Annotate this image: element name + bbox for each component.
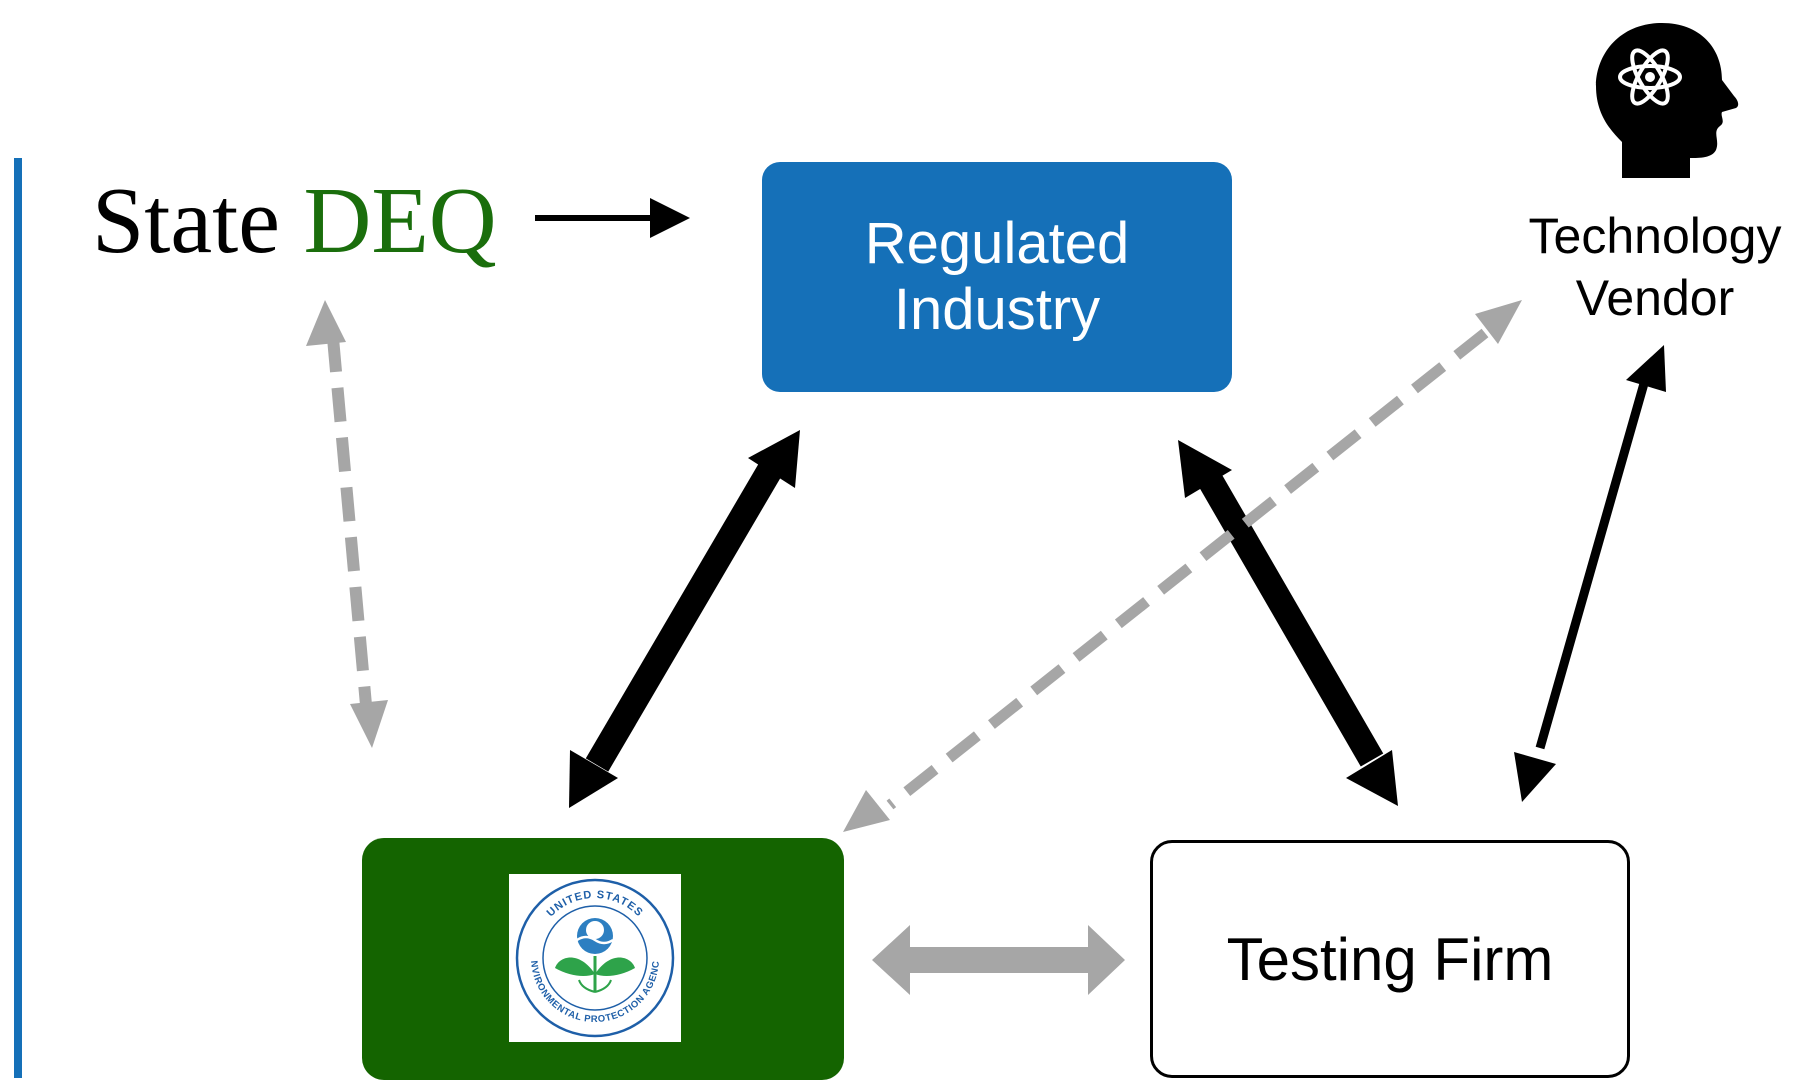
epa-node: UNITED STATES ENVIRONMENTAL PROTECTION A… [362,838,844,1080]
state-deq-label: State DEQ [92,166,497,276]
testing-firm-label: Testing Firm [1226,925,1554,993]
head-atom-icon [1596,23,1739,178]
regulated-industry-node: Regulated Industry [762,162,1232,392]
regulated-industry-line2: Industry [893,277,1101,342]
deq-word: DEQ [303,169,497,273]
epa-logo: UNITED STATES ENVIRONMENTAL PROTECTION A… [506,866,681,1042]
testing-firm-node: Testing Firm [1150,840,1630,1078]
epa-seal-icon: UNITED STATES ENVIRONMENTAL PROTECTION A… [506,866,675,1038]
vendor-epa-dashed-arrow [843,300,1522,832]
technology-vendor-line2: Vendor [1575,270,1735,326]
vendor-testing-arrow [1514,345,1666,802]
state-word: State [92,169,280,273]
left-accent-rule [14,158,22,1078]
deq-epa-dashed-arrow [306,300,388,748]
industry-testing-arrow [1178,440,1398,806]
technology-vendor-label: Technology Vendor [1490,205,1805,329]
deq-to-industry-arrow [535,198,690,238]
industry-epa-arrow [569,430,800,808]
regulated-industry-line1: Regulated [864,211,1130,276]
epa-testing-arrow [872,925,1125,995]
technology-vendor-line1: Technology [1528,208,1782,264]
